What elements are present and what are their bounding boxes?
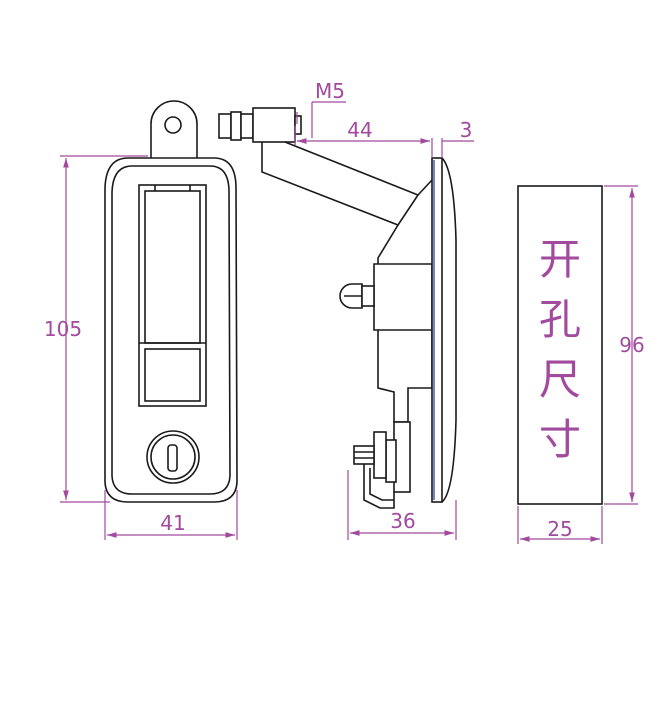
dim-cutout-width: 25: [517, 506, 603, 544]
dim-label-front-height: 105: [44, 317, 82, 341]
handle-window: [138, 184, 207, 407]
pawl: [363, 464, 395, 509]
hanging-tab: [150, 100, 198, 158]
tab-hole: [164, 116, 182, 134]
top-stud: [252, 107, 296, 143]
cutout-label-4: 寸: [539, 415, 581, 464]
cutout-label-2: 孔: [539, 295, 581, 344]
front-view: [104, 100, 238, 503]
panel: [431, 157, 443, 503]
dim-handle-reach: 44: [294, 118, 433, 158]
cam-nut: [353, 445, 375, 465]
cutout-outline: [517, 185, 603, 505]
dim-cutout-height: 96: [604, 185, 645, 505]
dim-front-height: 105: [44, 155, 148, 503]
dim-front-width: 41: [104, 490, 238, 540]
dim-label-cutout-height: 96: [619, 333, 644, 357]
dim-label-side-depth: 36: [390, 509, 415, 533]
latch-housing: [373, 263, 433, 423]
lock-body: [104, 157, 238, 503]
dim-label-front-width: 41: [160, 511, 185, 535]
key-slot: [167, 444, 178, 472]
lever-arm: [261, 141, 420, 226]
dim-label-handle-reach: 44: [347, 118, 372, 142]
dim-label-cutout-width: 25: [547, 517, 572, 541]
handle-grip: [144, 348, 201, 402]
dim-thread: M5: [296, 79, 346, 138]
dim-side-depth: 36: [347, 470, 457, 540]
dim-label-panel-thickness: 3: [460, 118, 473, 142]
key-cylinder: [146, 430, 200, 484]
top-nut: [218, 113, 232, 139]
cutout-label-1: 开: [539, 235, 581, 284]
dim-panel-thickness: 3: [441, 118, 474, 158]
cutout-label-3: 尺: [539, 355, 581, 404]
side-view: [218, 107, 457, 509]
dim-label-thread: M5: [315, 79, 345, 103]
bezel: [441, 157, 457, 503]
lock-body-inner: [111, 165, 231, 495]
